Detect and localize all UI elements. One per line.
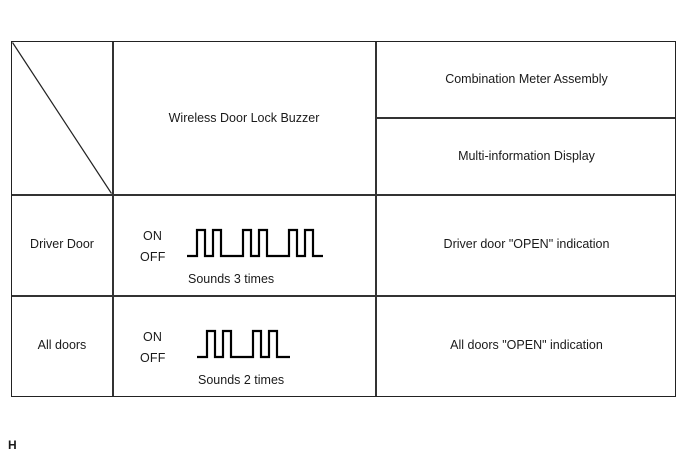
header-wireless-door-lock-buzzer: Wireless Door Lock Buzzer [168, 110, 320, 125]
indication-driver-door-open: Driver door "OPEN" indication [443, 237, 610, 252]
row-divider-2 [12, 295, 675, 297]
header-multi-information-display: Multi-information Display [458, 148, 595, 163]
waveform-on-label-driver: ON [143, 229, 163, 243]
header-combination-meter-assembly: Combination Meter Assembly [445, 72, 608, 87]
waveform-caption-all-doors: Sounds 2 times [198, 373, 285, 387]
specification-table: Wireless Door Lock Buzzer Combination Me… [11, 41, 676, 397]
figure-marker-label: H [8, 438, 17, 452]
buzzer-waveform-driver-door: ON OFF Sounds 3 times [113, 194, 375, 295]
waveform-trace-driver [187, 228, 323, 258]
column-divider-2 [375, 42, 377, 396]
row-label-all-doors: All doors [37, 338, 87, 353]
buzzer-waveform-all-doors: ON OFF Sounds 2 times [113, 295, 375, 396]
waveform-off-label-all-doors: OFF [140, 351, 166, 365]
waveform-off-label-driver: OFF [140, 250, 166, 264]
column-divider-1 [112, 42, 114, 396]
table-corner-cell [12, 42, 112, 194]
waveform-on-label-all-doors: ON [143, 330, 163, 344]
indication-all-doors-open: All doors "OPEN" indication [450, 338, 603, 353]
row-label-driver-door: Driver Door [30, 237, 94, 252]
header-split-divider [375, 117, 675, 119]
row-divider-1 [12, 194, 675, 196]
waveform-caption-driver: Sounds 3 times [188, 272, 275, 286]
diagonal-slash-icon [12, 42, 112, 194]
waveform-trace-all-doors [197, 329, 290, 359]
